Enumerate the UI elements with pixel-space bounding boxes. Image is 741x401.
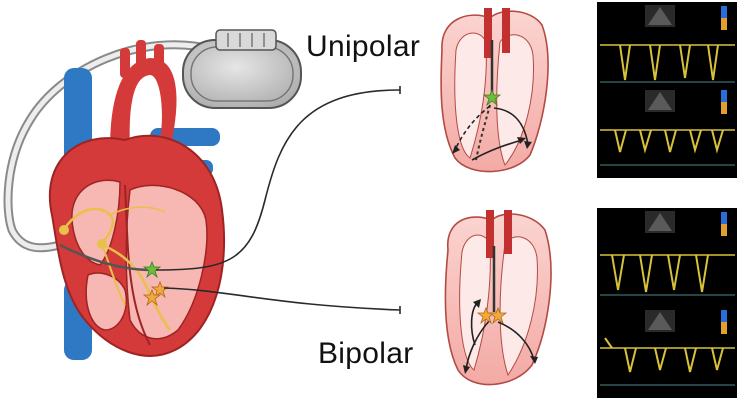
echo-panel-bipolar	[597, 208, 737, 398]
connector-lines	[155, 86, 401, 314]
bipolar-heart-schematic	[444, 210, 552, 386]
unipolar-label: Unipolar	[306, 30, 421, 63]
bipolar-label: Bipolar	[318, 337, 414, 370]
heart-icon	[48, 40, 226, 360]
pacemaker-generator-icon	[3, 29, 302, 253]
unipolar-heart-schematic	[440, 8, 549, 173]
echo-panel-unipolar	[597, 2, 737, 178]
pacing-star-icon	[142, 260, 170, 307]
